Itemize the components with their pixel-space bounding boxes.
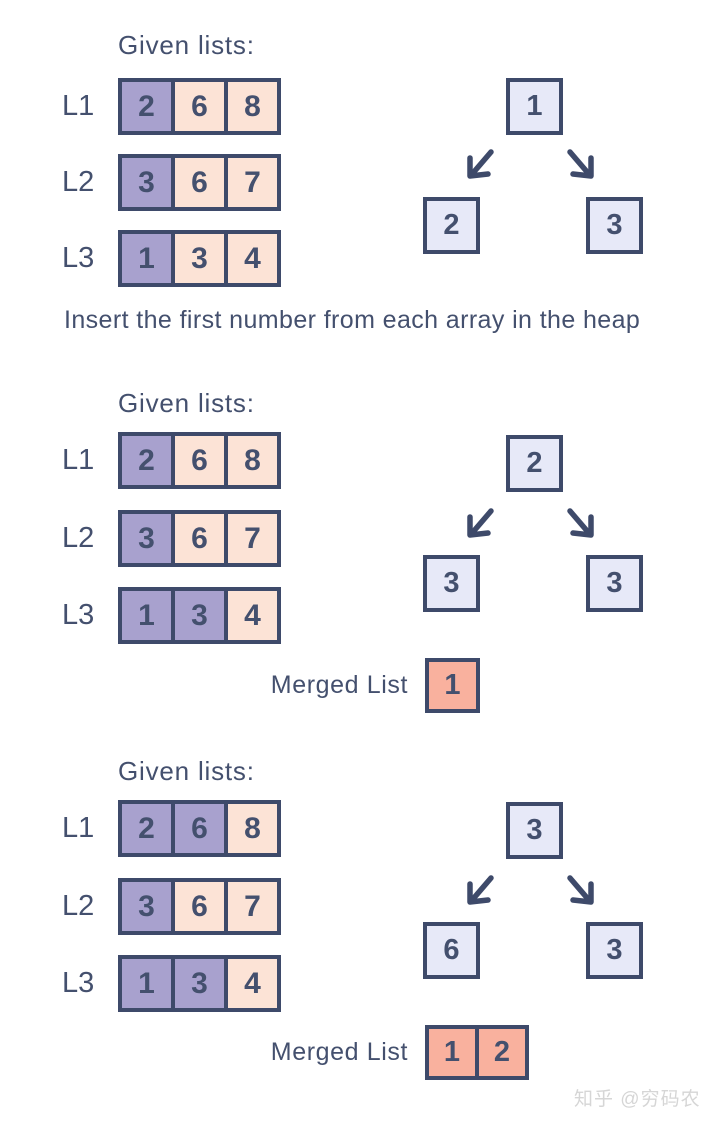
list-cell: 2 (118, 78, 175, 135)
list-cell: 8 (224, 78, 281, 135)
heap-root-node: 2 (506, 435, 563, 492)
list-cell: 6 (171, 78, 228, 135)
list-cell: 6 (171, 800, 228, 857)
heap-right-child-node: 3 (586, 922, 643, 979)
list-cell: 4 (224, 230, 281, 287)
heap-root-node: 1 (506, 78, 563, 135)
arrow-down-left-icon (467, 875, 494, 905)
list-cell: 2 (118, 432, 175, 489)
list-cell: 3 (171, 955, 228, 1012)
list-label-l1: L1 (62, 90, 95, 122)
list-cell: 3 (171, 587, 228, 644)
list-label-l2: L2 (62, 522, 95, 554)
merged-list-label: Merged List (270, 1038, 408, 1066)
arrow-down-right-icon (567, 508, 594, 538)
list-cell: 8 (224, 432, 281, 489)
list-row-l2: 3 6 7 (118, 878, 281, 935)
list-cell: 6 (171, 154, 228, 211)
given-lists-title: Given lists: (118, 30, 255, 60)
list-cell: 8 (224, 800, 281, 857)
heap-left-child-node: 6 (423, 922, 480, 979)
list-label-l3: L3 (62, 242, 95, 274)
merged-list-row: 1 2 (425, 1025, 529, 1080)
arrow-down-left-icon (467, 508, 494, 538)
given-lists-title: Given lists: (118, 388, 255, 418)
list-cell: 4 (224, 955, 281, 1012)
list-label-l3: L3 (62, 967, 95, 999)
list-cell: 1 (118, 587, 175, 644)
watermark: 知乎 @穷码农 (574, 1089, 701, 1110)
list-cell: 3 (118, 154, 175, 211)
list-row-l1: 2 6 8 (118, 800, 281, 857)
list-label-l1: L1 (62, 812, 95, 844)
heap-right-child-node: 3 (586, 555, 643, 612)
list-cell: 3 (118, 878, 175, 935)
list-row-l2: 3 6 7 (118, 154, 281, 211)
list-cell: 7 (224, 510, 281, 567)
list-cell: 4 (224, 587, 281, 644)
list-label-l2: L2 (62, 890, 95, 922)
list-label-l1: L1 (62, 444, 95, 476)
arrow-down-left-icon (467, 149, 494, 179)
list-row-l3: 1 3 4 (118, 230, 281, 287)
list-cell: 2 (118, 800, 175, 857)
list-row-l1: 2 6 8 (118, 78, 281, 135)
arrow-down-right-icon (567, 149, 594, 179)
list-label-l3: L3 (62, 599, 95, 631)
list-row-l2: 3 6 7 (118, 510, 281, 567)
given-lists-title: Given lists: (118, 756, 255, 786)
heap-right-child-node: 3 (586, 197, 643, 254)
list-cell: 7 (224, 154, 281, 211)
list-cell: 1 (118, 230, 175, 287)
merged-list-cell: 1 (425, 1025, 479, 1080)
list-cell: 3 (171, 230, 228, 287)
heap-root-node: 3 (506, 802, 563, 859)
arrow-down-right-icon (567, 875, 594, 905)
insert-caption: Insert the first number from each array … (64, 306, 641, 334)
list-row-l3: 1 3 4 (118, 587, 281, 644)
list-cell: 6 (171, 432, 228, 489)
list-cell: 6 (171, 510, 228, 567)
merged-list-cell: 2 (475, 1025, 529, 1080)
list-cell: 7 (224, 878, 281, 935)
list-cell: 1 (118, 955, 175, 1012)
merged-list-label: Merged List (270, 671, 408, 699)
merged-list-row: 1 (425, 658, 480, 713)
heap-left-child-node: 2 (423, 197, 480, 254)
list-row-l1: 2 6 8 (118, 432, 281, 489)
list-label-l2: L2 (62, 166, 95, 198)
list-cell: 3 (118, 510, 175, 567)
heap-left-child-node: 3 (423, 555, 480, 612)
merged-list-cell: 1 (425, 658, 480, 713)
list-cell: 6 (171, 878, 228, 935)
list-row-l3: 1 3 4 (118, 955, 281, 1012)
